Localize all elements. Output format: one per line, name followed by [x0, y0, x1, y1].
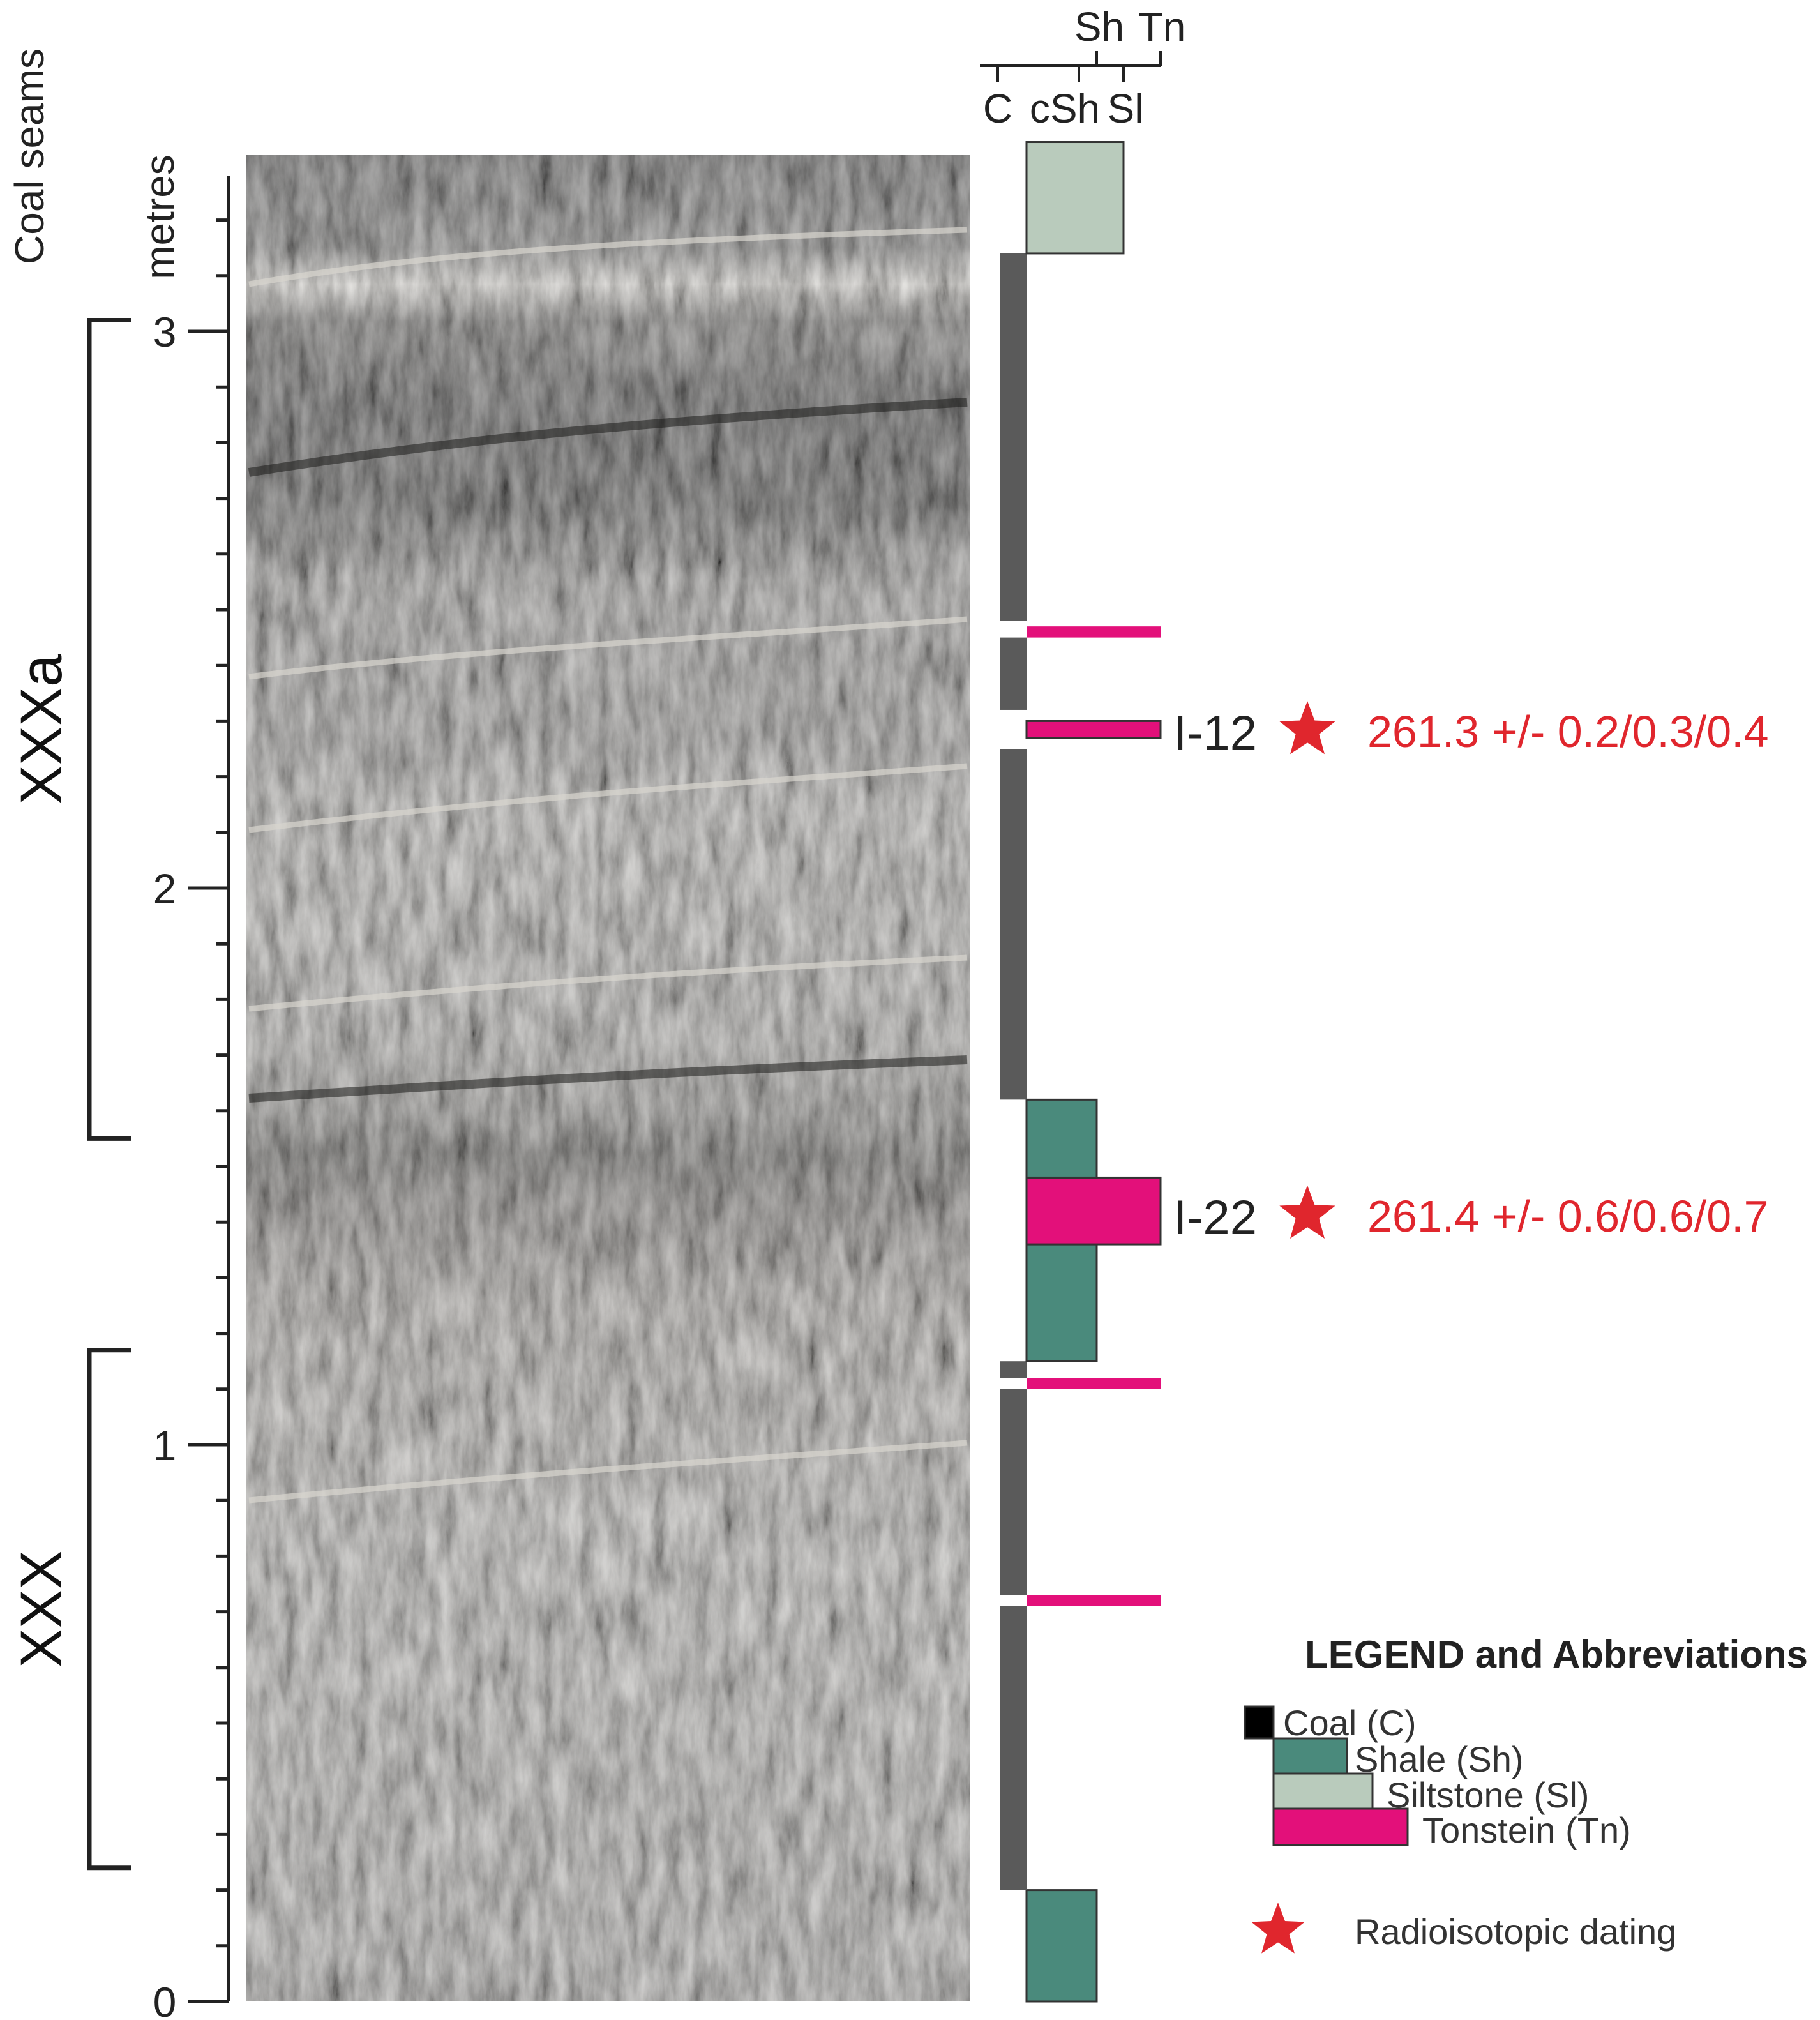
scale-top-label: Tn	[1138, 4, 1186, 50]
depth-axis: 0 1 2 3	[153, 176, 230, 2020]
seam-label: XXXa	[9, 654, 74, 804]
legend-swatch	[1272, 1807, 1409, 1846]
dating-star-icon	[1279, 1185, 1335, 1239]
layer-siltstone	[1025, 141, 1125, 255]
legend-title: LEGEND and Abbreviations	[1305, 1633, 1808, 1676]
dating-star-icon	[1279, 701, 1335, 755]
legend-star-icon	[1251, 1903, 1305, 1954]
sample-id-label: I-22	[1173, 1191, 1257, 1245]
legend-swatch	[1272, 1737, 1348, 1775]
legend-item-label: Coal (C)	[1283, 1703, 1416, 1743]
scale-top-label: Sh	[1074, 4, 1124, 50]
seam-label: XXX	[9, 1550, 74, 1668]
legend-item-label: Siltstone (Sl)	[1387, 1775, 1589, 1815]
axis-tick-label: 0	[153, 1979, 177, 2020]
legend-dating-label: Radioisotopic dating	[1355, 1911, 1676, 1952]
layer-coal	[1000, 1389, 1027, 1595]
axis-tick-label: 2	[153, 865, 177, 912]
lithology-column	[1000, 141, 1162, 2003]
seam-bracket	[87, 318, 131, 1141]
scale-bottom-label: C	[983, 86, 1012, 132]
outcrop-photo	[246, 155, 970, 2001]
sample-age-label: 261.4 +/- 0.6/0.6/0.7	[1367, 1191, 1769, 1241]
layer-coal	[1000, 1606, 1027, 1890]
layer-coal	[1000, 1361, 1027, 1378]
layer-tonstein	[1025, 720, 1162, 739]
layer-shale	[1025, 1243, 1098, 1362]
depth-axis-title: metres	[137, 155, 183, 280]
sample-id-label: I-12	[1173, 706, 1257, 760]
legend-swatch	[1244, 1705, 1275, 1740]
layer-coal	[1000, 253, 1027, 621]
axis-tick-label: 1	[153, 1422, 177, 1469]
layer-coal	[1000, 749, 1027, 1100]
legend-swatch	[1272, 1772, 1374, 1810]
seam-bracket	[87, 1348, 131, 1871]
sample-annotations: I-12 261.3 +/- 0.2/0.3/0.4I-22 261.4 +/- 0…	[1173, 701, 1769, 1245]
coal-seams-title: Coal seams	[6, 49, 52, 264]
legend-item-label: Shale (Sh)	[1355, 1739, 1524, 1779]
sample-age-label: 261.3 +/- 0.2/0.3/0.4	[1367, 707, 1769, 757]
layer-coal	[1000, 637, 1027, 710]
layer-tonstein	[1027, 1378, 1161, 1389]
scale-bottom-label: Sl	[1108, 86, 1144, 132]
layer-shale	[1025, 1098, 1098, 1179]
layer-shale	[1025, 1889, 1098, 2003]
scale-bottom-label: cSh	[1030, 86, 1100, 132]
layer-tonstein	[1027, 626, 1161, 638]
layer-tonstein	[1025, 1176, 1162, 1246]
axis-tick-label: 3	[153, 308, 177, 356]
layer-tonstein	[1027, 1595, 1161, 1606]
legend-item-label: Tonstein (Tn)	[1422, 1810, 1631, 1850]
